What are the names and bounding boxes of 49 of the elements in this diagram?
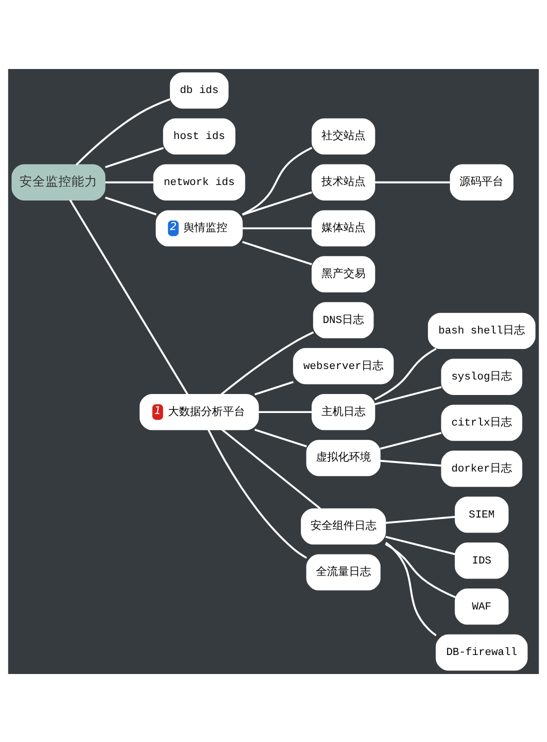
connector	[254, 380, 294, 395]
connector	[104, 196, 157, 215]
node-box: 社交站点	[312, 118, 376, 154]
connector	[380, 459, 442, 466]
node-box: WAF	[454, 588, 509, 624]
node-box: IDS	[454, 542, 509, 578]
connector	[222, 428, 321, 509]
node-box: 1 大数据分析平台	[140, 393, 259, 430]
connector	[76, 98, 170, 165]
node-box: dorker日志	[441, 450, 522, 486]
node-box: 源码平台	[450, 164, 514, 200]
connector	[374, 386, 442, 405]
node-box: 虚拟化环境	[306, 439, 381, 476]
connector	[242, 226, 312, 229]
node-box: SIEM	[454, 496, 509, 532]
node-box: webserver日志	[293, 348, 394, 384]
node-box: 黑产交易	[312, 256, 376, 292]
node-box: host ids	[163, 118, 236, 154]
node-box: bash shell日志	[428, 312, 536, 349]
connector	[104, 146, 164, 168]
node-box: DB-firewall	[436, 634, 528, 670]
node-box: 全流量日志	[306, 554, 381, 590]
connector	[386, 515, 456, 524]
connector	[242, 146, 312, 215]
node-box: network ids	[153, 164, 246, 200]
node-box: citrlx日志	[441, 404, 522, 440]
connector	[380, 432, 442, 450]
node-box: 安全监控能力	[12, 164, 106, 200]
connector	[69, 199, 188, 394]
node-box: 主机日志	[312, 393, 376, 430]
connector	[385, 541, 437, 636]
connector	[385, 535, 456, 555]
node-box: syslog日志	[441, 358, 522, 394]
connector	[242, 190, 312, 216]
connector	[384, 542, 456, 598]
connector	[105, 180, 154, 183]
node-box: db ids	[170, 72, 229, 108]
connector	[258, 410, 312, 413]
node-box: 技术站点	[312, 164, 376, 200]
connector	[242, 240, 312, 265]
node-box: DNS日志	[313, 302, 374, 338]
connector	[374, 180, 450, 183]
connector	[220, 330, 314, 395]
connector	[374, 347, 437, 400]
node-box: 2 舆情监控	[156, 210, 243, 246]
node-box: 安全组件日志	[300, 508, 386, 544]
node-box: 媒体站点	[312, 210, 376, 246]
connector	[254, 428, 307, 447]
connector	[208, 428, 308, 558]
